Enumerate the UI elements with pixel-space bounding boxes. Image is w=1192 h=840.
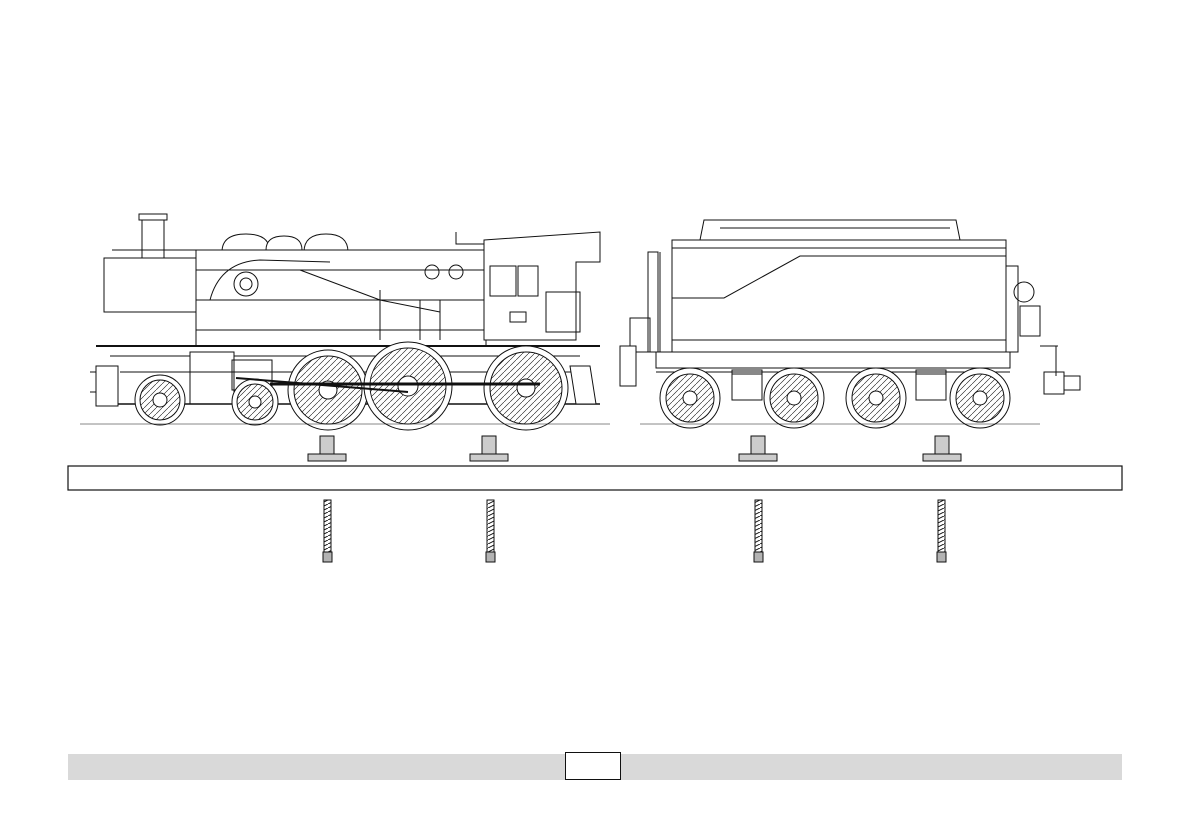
screws: [323, 500, 946, 562]
screw: [323, 500, 332, 562]
tender-drawing: [620, 220, 1080, 428]
support-block: [470, 436, 508, 461]
support-block: [308, 436, 346, 461]
support-block: [739, 436, 777, 461]
screw: [937, 500, 946, 562]
tender-wheels: [660, 368, 1010, 428]
screw: [754, 500, 763, 562]
locomotive-drawing: [80, 214, 610, 430]
screw: [486, 500, 495, 562]
support-block: [923, 436, 961, 461]
support-blocks: [308, 436, 961, 461]
page-number-box: [565, 752, 621, 780]
base-plate: [68, 466, 1122, 490]
